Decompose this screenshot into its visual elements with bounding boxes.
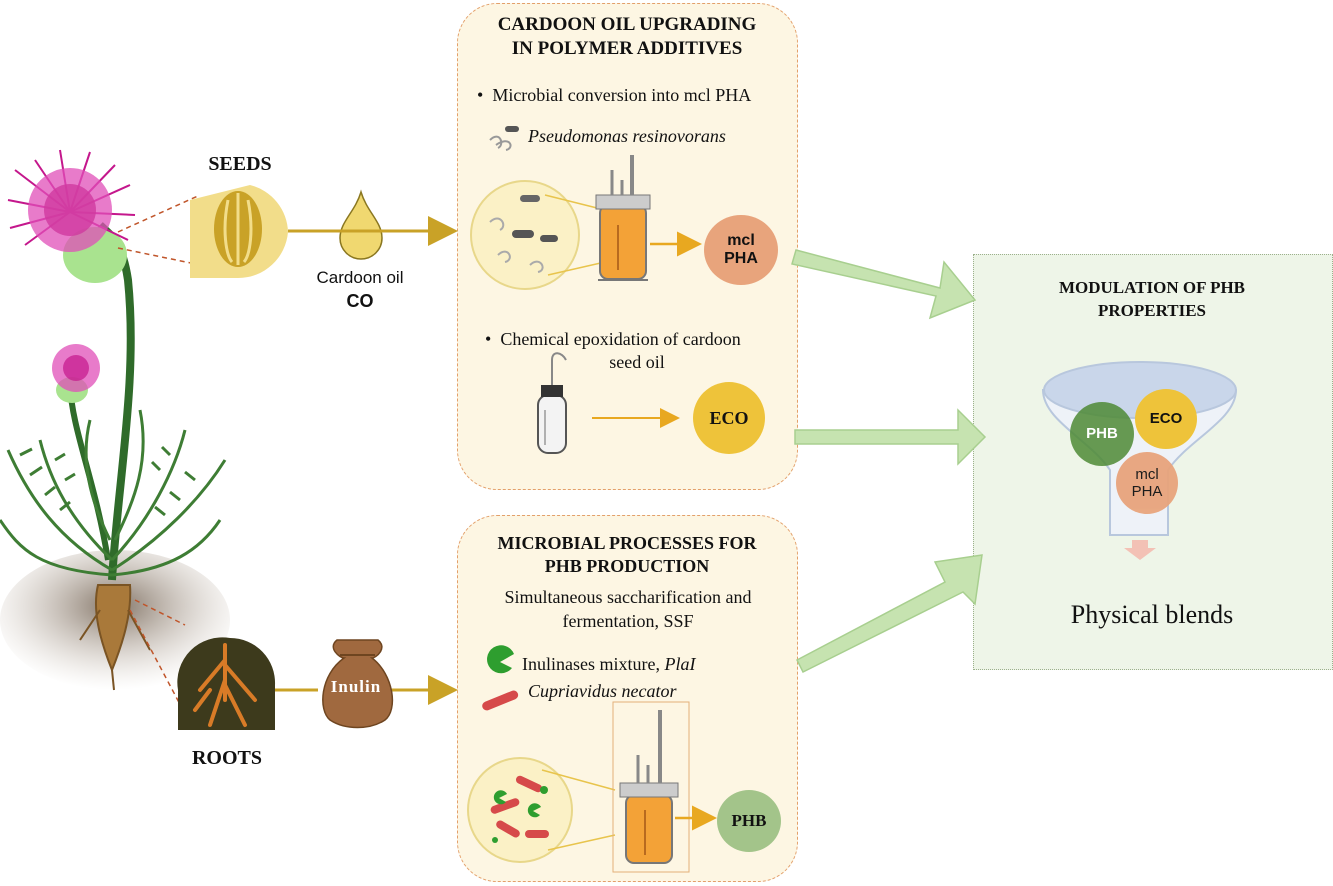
oil-panel-title-line2: IN POLYMER ADDITIVES xyxy=(511,38,743,59)
oil-panel-title-line1: CARDOON OIL UPGRADING xyxy=(497,14,757,35)
arrow-mcl-pha-to-blends xyxy=(791,249,977,320)
cardoon-plant-illustration xyxy=(0,149,230,691)
small-flower-head xyxy=(52,344,100,403)
phb-panel-title-line1: MICROBIAL PROCESSES FOR xyxy=(497,533,757,553)
inulin-sack-icon xyxy=(322,639,394,729)
taproot xyxy=(95,584,132,673)
ssf-magnifier-icon xyxy=(467,757,616,863)
phb-product-circle: PHB xyxy=(717,790,781,852)
oil-bullet-1: • Microbial conversion into mcl PHA xyxy=(477,85,751,106)
inulinase-icon xyxy=(487,645,514,674)
oil-drop-icon xyxy=(339,189,383,260)
mcl-pha-line2: PHA xyxy=(724,250,758,267)
large-flower-head xyxy=(7,149,136,283)
mcl-pha-product-circle: mcl PHA xyxy=(704,215,778,285)
bioreactor-1-icon xyxy=(595,155,651,281)
co-label: CO xyxy=(346,291,374,311)
plai-text: PlaI xyxy=(664,654,696,674)
eco-product-circle: ECO xyxy=(693,382,765,454)
phb-panel-title-line2: PHB PRODUCTION xyxy=(544,556,710,576)
blend-circle-mcl-pha: mcl PHA xyxy=(1116,452,1178,514)
seeds-label: SEEDS xyxy=(208,153,272,175)
microbe-magnifier-icon xyxy=(470,180,606,290)
arrow-phb-to-blends xyxy=(796,554,983,674)
bullet-dot: • xyxy=(485,329,501,349)
ssf-line1: Simultaneous saccharification and xyxy=(504,587,752,607)
blend-circle-phb: PHB xyxy=(1070,402,1134,466)
roots-label: ROOTS xyxy=(191,747,263,769)
green-arrows xyxy=(791,249,987,674)
blend-mcl-line1: mcl xyxy=(1135,465,1159,483)
inulinase-label: Inulinases mixture, PlaI xyxy=(522,654,695,675)
oil-bullet-1-text: Microbial conversion into mcl PHA xyxy=(492,85,752,105)
arrow-eco-to-blends xyxy=(794,408,987,466)
inulinase-text: Inulinases mixture, xyxy=(522,654,665,674)
pseudomonas-icon xyxy=(489,126,519,151)
cupriavidus-icon xyxy=(482,690,519,711)
mod-panel-title-line1: MODULATION OF PHB xyxy=(1058,278,1246,297)
cupriavidus-label: Cupriavidus necator xyxy=(528,681,677,701)
inulin-label: Inulin xyxy=(330,677,382,696)
reactor-highlight-box xyxy=(612,701,690,873)
oil-bullet-2: • Chemical epoxidation of cardoon xyxy=(485,329,741,350)
bullet-dot: • xyxy=(477,85,493,105)
mcl-pha-line1: mcl xyxy=(727,231,755,249)
leaves xyxy=(0,409,227,577)
seed-badge-icon xyxy=(190,185,288,279)
epoxidation-flask-icon xyxy=(537,352,567,454)
ssf-line2: fermentation, SSF xyxy=(562,611,694,631)
oil-bullet-2-line2: seed oil xyxy=(609,352,665,372)
blend-circle-eco: ECO xyxy=(1135,389,1197,449)
root-badge-icon xyxy=(177,637,276,730)
cardoon-oil-label: Cardoon oil xyxy=(316,268,404,287)
physical-blends-label: Physical blends xyxy=(1070,600,1234,629)
blend-mcl-line2: PHA xyxy=(1131,483,1163,500)
mod-panel-title-line2: PROPERTIES xyxy=(1097,301,1207,320)
bioreactor-2-icon xyxy=(619,710,679,864)
oil-bullet-2-text: Chemical epoxidation of cardoon xyxy=(500,329,741,349)
pseudomonas-label: Pseudomonas resinovorans xyxy=(528,126,726,146)
